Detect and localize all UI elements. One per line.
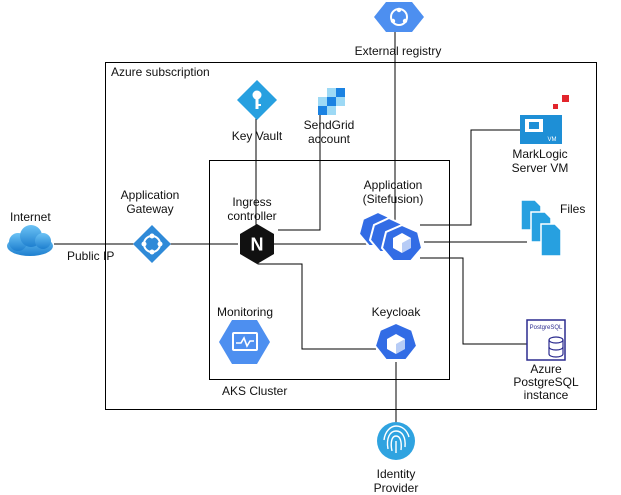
azure-subscription-label: Azure subscription: [111, 65, 210, 79]
aks-cluster-label: AKS Cluster: [222, 384, 288, 398]
external-registry-icon[interactable]: [374, 2, 424, 32]
connector-application-postgres: [420, 257, 527, 345]
ingress-label-line2: controller: [227, 209, 277, 223]
application-gateway-icon[interactable]: [133, 225, 171, 263]
postgres-label-line1: Azure: [530, 362, 562, 376]
postgresql-icon[interactable]: PostgreSQL: [526, 319, 566, 361]
sendgrid-label-line1: SendGrid: [303, 118, 355, 132]
sendgrid-label-line2: account: [307, 132, 351, 146]
key-vault-icon[interactable]: [237, 80, 277, 120]
app-gateway-label-line1: Application: [120, 188, 180, 202]
keycloak-icon[interactable]: [373, 321, 419, 361]
postgres-label-line3: instance: [523, 388, 569, 402]
monitoring-label: Monitoring: [216, 305, 274, 319]
files-label: Files: [560, 202, 586, 216]
azure-subscription-boundary: [105, 62, 597, 410]
identity-provider-icon[interactable]: [377, 422, 415, 460]
keycloak-label: Keycloak: [371, 305, 421, 319]
marklogic-label-line2: Server VM: [511, 161, 569, 175]
connectors: [54, 30, 527, 424]
sendgrid-icon[interactable]: [318, 88, 345, 115]
postgres-badge: PostgreSQL: [530, 325, 563, 331]
application-label-line2: (Sitefusion): [362, 192, 424, 206]
app-gateway-label-line2: Gateway: [126, 202, 174, 216]
application-label-line1: Application: [363, 178, 423, 192]
vm-badge: VM: [548, 137, 557, 143]
files-icon[interactable]: [520, 199, 562, 257]
marklogic-vm-icon[interactable]: VM: [520, 95, 569, 144]
connector-application-marklogic: [420, 129, 520, 226]
internet-label: Internet: [10, 210, 51, 224]
connector-ingress-sendgrid: [278, 110, 321, 231]
monitoring-icon[interactable]: [219, 320, 270, 364]
aks-cluster-boundary: [209, 160, 450, 380]
identity-provider-label-line1: Identity: [376, 467, 416, 481]
external-registry-label: External registry: [354, 44, 442, 58]
connector-ingress-keycloak: [257, 261, 376, 350]
application-pods-icon[interactable]: [357, 210, 424, 262]
nginx-letter: N: [251, 235, 264, 255]
public-ip-label: Public IP: [67, 249, 115, 263]
marklogic-label-line1: MarkLogic: [512, 147, 568, 161]
ingress-label-line1: Ingress: [232, 195, 272, 209]
internet-cloud-icon[interactable]: [7, 225, 53, 256]
key-vault-label: Key Vault: [231, 129, 283, 143]
nginx-ingress-icon[interactable]: N: [240, 224, 274, 264]
postgres-label-line2: PostgreSQL: [513, 375, 579, 389]
identity-provider-label-line2: Provider: [373, 481, 419, 495]
